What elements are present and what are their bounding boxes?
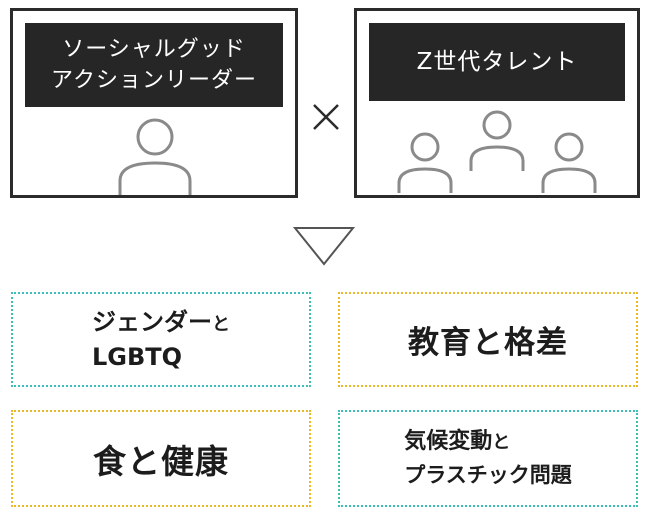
topic-food-health: 食と健康 bbox=[11, 410, 311, 507]
social-good-leader-label: ソーシャルグッド アクションリーダー bbox=[25, 23, 283, 107]
topic-climate-line2: プラスチック問題 bbox=[404, 463, 572, 487]
topic-climate-line1: 気候変動 bbox=[404, 429, 493, 454]
social-good-leader-panel: ソーシャルグッド アクションリーダー bbox=[10, 8, 298, 198]
topic-education-inequality: 教育と格差 bbox=[338, 292, 638, 387]
topic-climate-plastic: 気候変動と プラスチック問題 bbox=[338, 410, 638, 507]
gen-z-talent-panel: Z世代タレント bbox=[354, 8, 640, 198]
down-triangle-icon bbox=[293, 227, 355, 266]
gen-z-talent-label: Z世代タレント bbox=[369, 23, 625, 101]
topic-gender-lgbtq: ジェンダーと LGBTQ bbox=[11, 292, 311, 387]
person-icon bbox=[118, 118, 192, 195]
people-group-icon bbox=[397, 110, 597, 193]
topic-education-text: 教育と格差 bbox=[408, 325, 568, 361]
topic-gender-line1: ジェンダー bbox=[92, 308, 212, 336]
gen-z-talent-title: Z世代タレント bbox=[416, 48, 578, 75]
social-good-leader-line1: ソーシャルグッド bbox=[62, 37, 246, 62]
topic-food-text: 食と健康 bbox=[93, 441, 229, 481]
social-good-leader-line2: アクションリーダー bbox=[51, 68, 257, 93]
topic-climate-conjunction: と bbox=[492, 432, 511, 453]
topic-gender-line2: LGBTQ bbox=[92, 343, 183, 371]
times-icon bbox=[313, 104, 339, 130]
topic-gender-conjunction: と bbox=[212, 314, 230, 335]
